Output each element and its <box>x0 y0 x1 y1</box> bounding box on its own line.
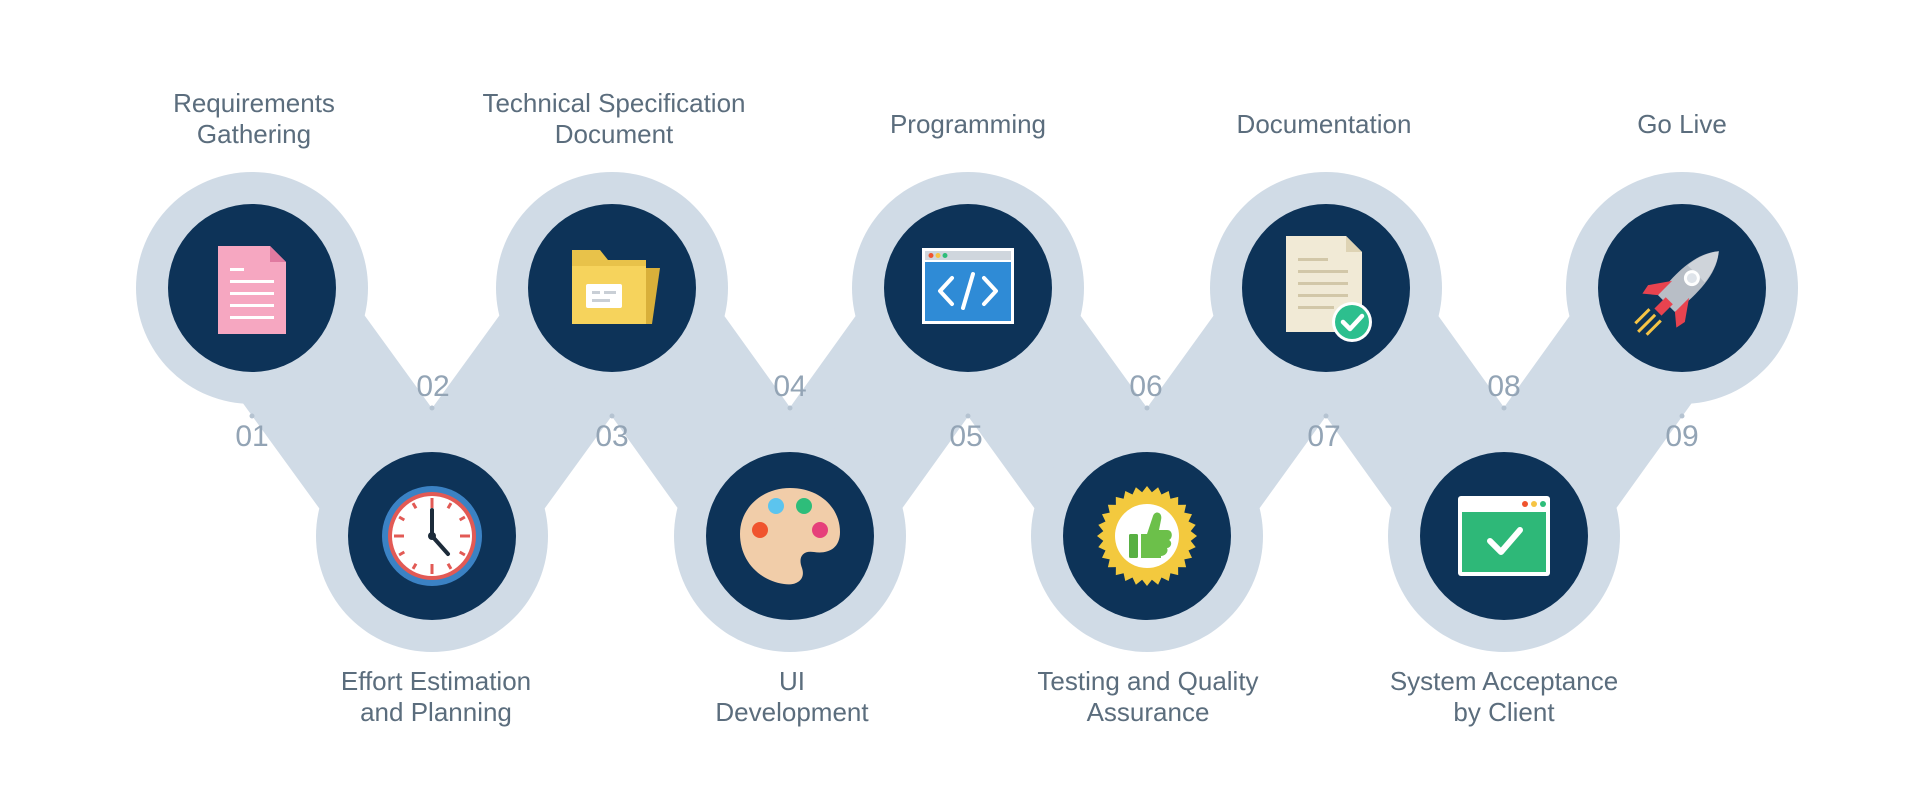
step-number-06: 06 <box>1129 370 1163 403</box>
step-label-08: System Acceptance by Client <box>1389 666 1619 727</box>
track-dot <box>429 405 435 411</box>
step-number-01: 01 <box>235 420 269 453</box>
track-dot <box>1679 413 1685 419</box>
track-dot <box>787 405 793 411</box>
palette-icon <box>740 488 840 585</box>
step-number-07: 07 <box>1307 420 1341 453</box>
step-label-02: Effort Estimation and Planning <box>340 666 532 727</box>
step-label-04: UI Development <box>715 666 869 727</box>
clock-icon <box>382 486 482 586</box>
rocket-icon <box>1634 251 1719 336</box>
step-node-09 <box>1598 204 1766 372</box>
step-number-09: 09 <box>1665 420 1699 453</box>
step-node-05 <box>884 204 1052 372</box>
thumbs-up-badge-icon <box>1097 486 1197 586</box>
step-label-06: Testing and Quality Assurance <box>1037 666 1259 727</box>
folder-icon <box>572 250 660 324</box>
track-dot <box>1144 405 1150 411</box>
step-node-07 <box>1242 204 1410 372</box>
browser-check-icon <box>1458 496 1550 576</box>
step-number-03: 03 <box>595 420 629 453</box>
step-label-03: Technical Specification Document <box>482 88 746 149</box>
step-label-01: Requirements Gathering <box>173 88 335 149</box>
step-node-03 <box>528 204 696 372</box>
step-number-08: 08 <box>1487 370 1521 403</box>
step-number-02: 02 <box>416 370 450 403</box>
step-nodes <box>168 204 1766 620</box>
track-dot <box>1323 413 1329 419</box>
step-number-04: 04 <box>773 370 807 403</box>
step-node-04 <box>706 452 874 620</box>
code-window-icon <box>922 248 1014 324</box>
step-node-06 <box>1063 452 1231 620</box>
track-dot <box>1501 405 1507 411</box>
step-node-02 <box>348 452 516 620</box>
step-node-01 <box>168 204 336 372</box>
track-dot <box>249 413 255 419</box>
step-label-09: Go Live <box>1637 109 1727 139</box>
step-label-05: Programming <box>889 109 1047 139</box>
track-dot <box>609 413 615 419</box>
document-icon <box>218 246 286 334</box>
step-label-07: Documentation <box>1236 109 1412 139</box>
approved-document-icon <box>1286 236 1372 342</box>
track-dot <box>965 413 971 419</box>
step-number-05: 05 <box>949 420 983 453</box>
step-node-08 <box>1420 452 1588 620</box>
